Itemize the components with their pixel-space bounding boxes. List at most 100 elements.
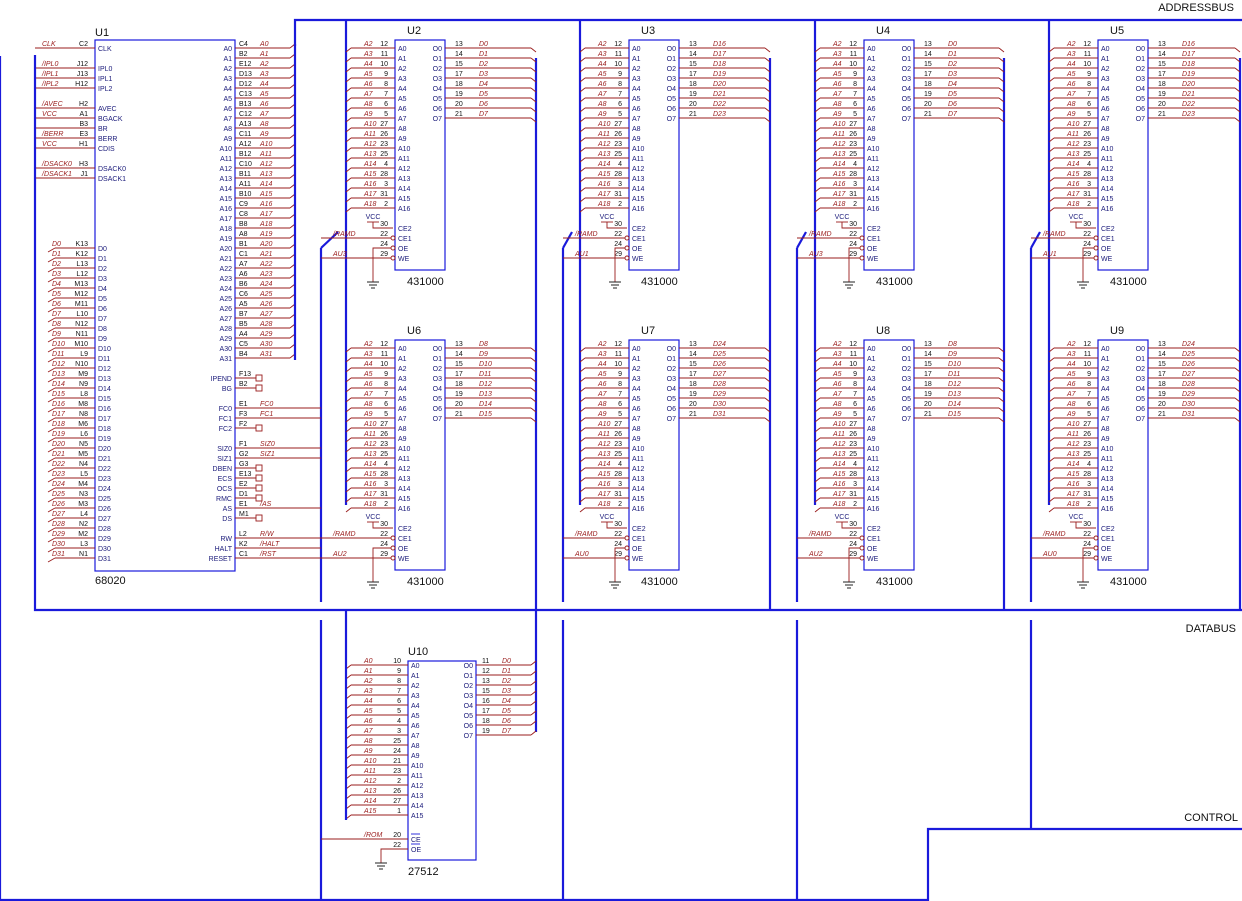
- vcc-wire: [841, 522, 862, 529]
- bus-entry: [47, 297, 56, 303]
- ram-net-label: A11: [363, 131, 376, 138]
- bus-entry: [764, 77, 771, 83]
- bus-entry: [998, 397, 1005, 403]
- ram-pin-number: 25: [1083, 151, 1091, 158]
- bus-entry: [1048, 107, 1055, 113]
- ram-pin-number: 27: [614, 421, 622, 428]
- cpu-pin-number: N2: [79, 521, 88, 528]
- ram-pin-number: 29: [380, 551, 388, 558]
- ram-ref: U7: [641, 325, 655, 337]
- ram-pin-number: 18: [924, 81, 932, 88]
- cpu-pin-name: A21: [220, 256, 233, 263]
- ram-net-label: A18: [363, 501, 377, 508]
- ram-net-label: A16: [832, 181, 846, 188]
- rom-pin-number: 5: [397, 708, 401, 715]
- bus-entry: [345, 67, 352, 73]
- ram-net-label: A17: [597, 191, 612, 198]
- ram-pin-number: 12: [614, 41, 622, 48]
- cpu-net-label: D31: [52, 551, 65, 558]
- oe-ground-wire: [614, 547, 625, 582]
- ram-pin-name: A14: [1101, 186, 1114, 193]
- ram-net-label: A15: [1066, 471, 1080, 478]
- ram-pin-number: 24: [849, 541, 857, 548]
- cpu-pin-name: DSACK1: [98, 176, 126, 183]
- cpu-net-label: /IPL0: [41, 61, 58, 68]
- ram-net-label: A2: [832, 341, 842, 348]
- ram-net-label: D27: [713, 371, 727, 378]
- ram-pin-number: 25: [380, 451, 388, 458]
- ram-pin-number: 18: [924, 381, 932, 388]
- ram-net-label: A17: [1066, 491, 1081, 498]
- ram-net-label: A12: [832, 141, 846, 148]
- ram-net-label: A5: [597, 71, 607, 78]
- ram-pin-name: A9: [867, 136, 876, 143]
- cpu-pin-number: K13: [76, 241, 89, 248]
- ram-pin-number: 5: [1087, 411, 1091, 418]
- ram-net-label: D2: [948, 61, 957, 68]
- ram-pin-number: 24: [849, 241, 857, 248]
- ram-pin-number: 23: [849, 441, 857, 448]
- bus-entry: [47, 417, 56, 423]
- bus-entry: [814, 67, 821, 73]
- rom-net-label: D3: [502, 688, 511, 695]
- cpu-pin-name: D11: [98, 356, 110, 363]
- bus-entry: [47, 477, 56, 483]
- cpu-pin-name: D13: [98, 376, 111, 383]
- cpu-pin-number: B4: [239, 351, 248, 358]
- ram-pin-name: A14: [398, 486, 411, 493]
- cpu-pin-name: A27: [220, 316, 233, 323]
- cpu-pin-number: L10: [76, 311, 88, 318]
- cpu-pin-number: J12: [77, 61, 88, 68]
- cpu-pin-number: E13: [239, 471, 252, 478]
- cpu-pin-name: A12: [220, 166, 233, 173]
- bus-entry: [530, 57, 537, 63]
- cpu-net-label: A19: [259, 231, 273, 238]
- rom-pin-name: A9: [411, 753, 420, 760]
- ram-pin-number: 25: [614, 151, 622, 158]
- bus-entry: [1048, 197, 1055, 203]
- cpu-net-label: /BERR: [41, 131, 63, 138]
- rom-pin-number: 13: [482, 678, 490, 685]
- bus-entry: [47, 377, 56, 383]
- cpu-net-label: A2: [259, 61, 269, 68]
- ram-pin-name: A8: [398, 426, 407, 433]
- cpu-pin-name: A17: [220, 216, 233, 223]
- ram-net-label: A7: [832, 91, 843, 98]
- ram-pin-number: 20: [924, 101, 932, 108]
- ram-net-label: A5: [832, 371, 842, 378]
- ram-pin-number: 14: [1158, 351, 1166, 358]
- ram-net-label: D31: [713, 411, 726, 418]
- ram-pin-name: A6: [398, 406, 407, 413]
- rom-pin-name: A7: [411, 733, 420, 740]
- bus-entry: [579, 427, 586, 433]
- ram-net-label: A7: [363, 91, 374, 98]
- bus-entry: [1234, 97, 1241, 103]
- rom-net-label: A7: [363, 728, 374, 735]
- bus-entry: [579, 467, 586, 473]
- ram-net-label: A7: [1066, 391, 1077, 398]
- cpu-net-label: D20: [52, 441, 65, 448]
- ram-pin-number: 2: [618, 501, 622, 508]
- cpu-pin-name: SIZ0: [217, 446, 232, 453]
- cpu-net-label: D27: [52, 511, 66, 518]
- cpu-pin-name: A14: [220, 186, 233, 193]
- ram-pin-name: A4: [1101, 86, 1110, 93]
- rom-net-label: A15: [363, 808, 377, 815]
- ram-ref: U5: [1110, 25, 1124, 37]
- schematic-layer: U168020CLKC2CLKIPL0J12/IPL0IPL1J13/IPL1I…: [0, 18, 1242, 901]
- rom-pin-number: 25: [393, 738, 401, 745]
- cpu-net-label: D21: [52, 451, 65, 458]
- bus-entry: [998, 387, 1005, 393]
- cpu-pin-number: D13: [239, 71, 252, 78]
- ram-net-label: A2: [597, 41, 607, 48]
- ram-pin-name: WE: [632, 556, 644, 563]
- ram-pin-name: A16: [867, 206, 880, 213]
- ram-net-label: D15: [948, 411, 961, 418]
- ram-net-label: AU1: [1042, 251, 1057, 258]
- ram-net-label: A13: [832, 151, 846, 158]
- cpu-pin-number: J13: [77, 71, 88, 78]
- ram-pin-name: A10: [398, 146, 411, 153]
- ram-net-label: A18: [1066, 501, 1080, 508]
- bus-entry: [1234, 347, 1241, 353]
- bus-entry: [814, 57, 821, 63]
